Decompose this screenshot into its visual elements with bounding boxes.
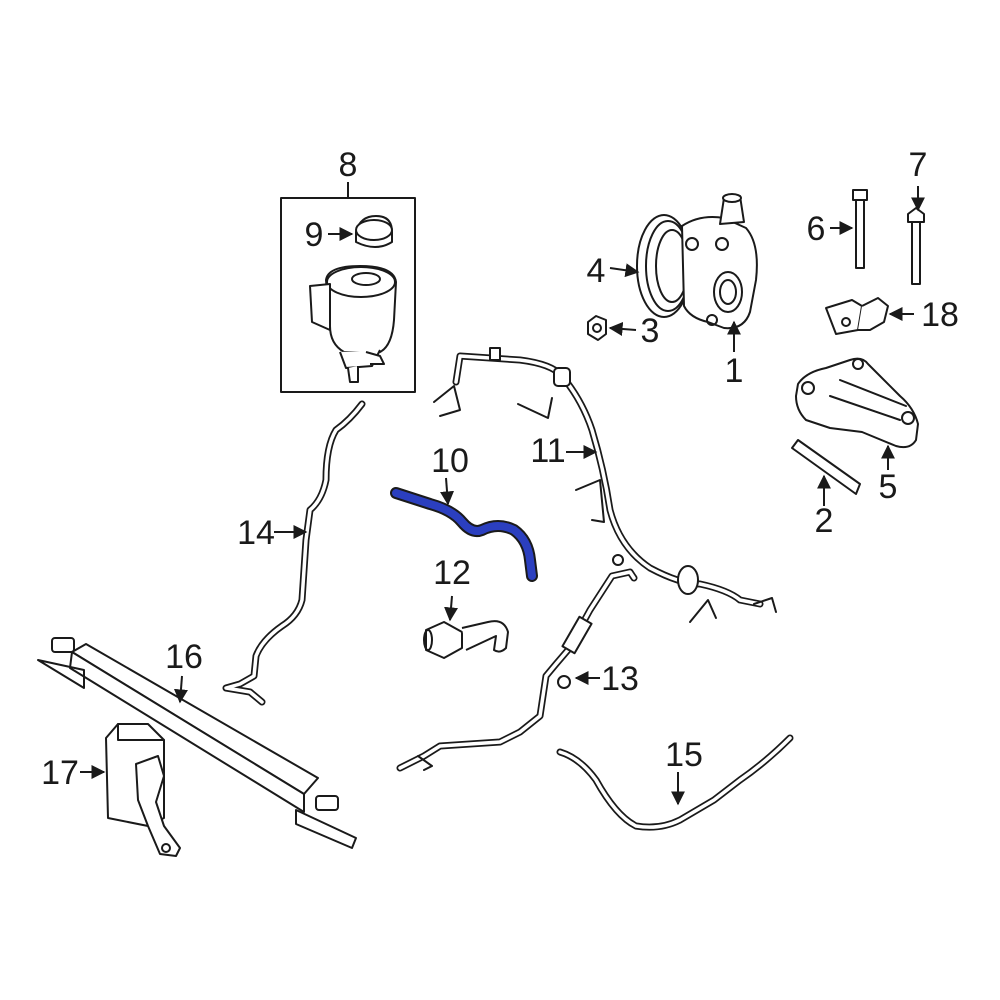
callout-7: 7 [909, 146, 928, 184]
oil-cooler [37, 637, 357, 849]
pressure-line [433, 347, 777, 623]
callout-1: 1 [725, 352, 744, 390]
callout-5: 5 [879, 468, 898, 506]
callout-3: 3 [641, 312, 660, 350]
callout-6: 6 [807, 210, 826, 248]
hose-fitting [423, 620, 509, 659]
callout-13: 13 [601, 660, 639, 698]
callout-labels: 1 2 3 4 5 6 7 8 9 10 11 12 13 14 15 16 1… [41, 146, 959, 792]
bolt-6 [852, 189, 868, 269]
callout-17: 17 [41, 754, 79, 792]
highlighted-hose [390, 487, 538, 582]
pressure-sensor [825, 297, 889, 335]
callout-16: 16 [165, 638, 203, 676]
callout-12: 12 [433, 554, 471, 592]
cooler-line [396, 554, 638, 772]
pump-nut [587, 315, 607, 341]
callout-15: 15 [665, 736, 703, 774]
reservoir-body [309, 265, 397, 383]
pump-bracket [795, 357, 919, 449]
cooler-bracket [105, 723, 181, 857]
callout-11: 11 [530, 432, 565, 470]
reservoir-assembly-box [280, 182, 416, 393]
callout-9: 9 [305, 216, 324, 254]
callout-2: 2 [815, 502, 834, 540]
leader-lines [80, 186, 925, 806]
callout-10: 10 [431, 442, 469, 480]
callout-4: 4 [587, 252, 606, 290]
power-steering-pump [636, 193, 758, 330]
bolt-7 [907, 207, 925, 285]
callout-18: 18 [921, 296, 959, 334]
return-tube-15 [556, 734, 794, 831]
reservoir-cap [355, 215, 393, 248]
stud [791, 439, 861, 495]
callout-8: 8 [339, 146, 358, 184]
return-line-tube [222, 400, 366, 706]
callout-14: 14 [237, 514, 275, 552]
